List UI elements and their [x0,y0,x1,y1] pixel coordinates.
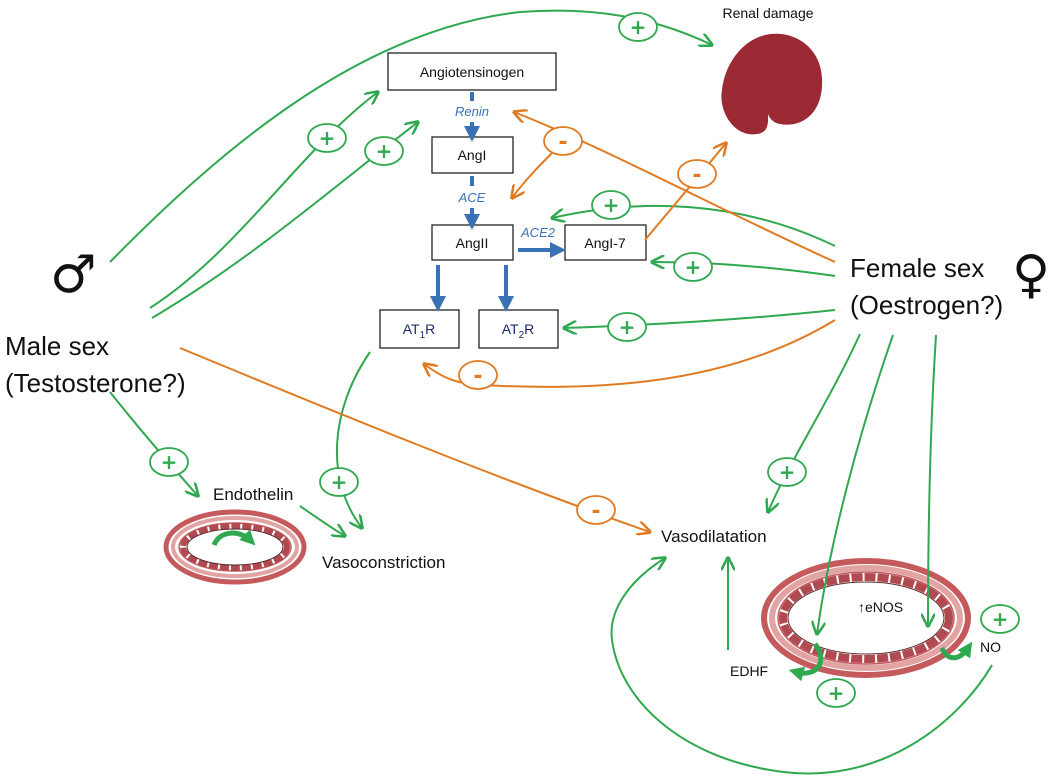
at2r-node: AT2R [478,309,559,349]
minus-badge-ang17-renal: - [677,159,717,189]
plus-badge-at1r-vasoconstriction: + [319,467,359,497]
plus-badge-female-at2r: + [607,312,647,342]
renal-damage-label: Renal damage [722,5,813,21]
svg-text:+: + [161,450,178,474]
plus-badge-male-renal: + [618,12,658,42]
plus-badge-edhf: + [816,678,856,708]
svg-text:+: + [685,255,702,279]
vasoconstriction-label: Vasoconstriction [322,553,445,572]
oestrogen-label: (Oestrogen?) [850,290,1003,320]
ace-label: ACE [458,190,486,205]
svg-text:-: - [558,130,567,155]
svg-text:+: + [376,139,393,163]
no-label: NO [980,639,1001,655]
no-curl-arrow [939,641,973,661]
female-sex-label: Female sex [850,253,984,283]
endothelin-vasoconstriction-arrow [299,505,345,536]
testosterone-label: (Testosterone?) [5,368,186,398]
female-vasodilatation-arrow [768,333,861,512]
female-renin-inhibit-arrow [514,112,836,263]
svg-text:-: - [591,499,600,524]
ang17-label: AngI-7 [584,235,625,251]
kidney-icon [721,33,823,135]
ace2-label: ACE2 [520,225,556,240]
female-vessel-arrow-1 [817,334,894,634]
male-renal-arrow [109,9,712,263]
left-vessel-curl-arrow [211,529,256,547]
plus-badge-male-angiotensinogen-1: + [307,123,347,153]
vessel-left-icon [163,509,307,585]
svg-text:-: - [692,163,701,188]
plus-badge-no: + [980,604,1020,634]
enos-label: ↑eNOS [858,599,903,615]
svg-text:+: + [779,460,796,484]
male-symbol-icon: ♂ [50,245,97,305]
angII-label: AngII [456,235,489,251]
edhf-curl-arrow [788,642,824,682]
svg-text:+: + [828,681,845,705]
at1r-vasoconstriction-arrow [335,351,371,528]
female-symbol-icon: ♀ [1012,245,1050,305]
angI-label: AngI [458,147,487,163]
ang17-node: AngI-7 [564,224,647,261]
male-endothelin-arrow [109,391,198,496]
svg-text:-: - [473,364,482,389]
endothelin-label: Endothelin [213,485,293,504]
vasodilatation-label: Vasodilatation [661,527,767,546]
svg-text:+: + [603,193,620,217]
plus-badge-female-ace2: + [591,190,631,220]
plus-badge-male-angiotensinogen-2: + [364,136,404,166]
plus-badge-female-ang17: + [673,252,713,282]
minus-badge-female-renin: - [543,126,583,156]
angI-node: AngI [431,136,514,174]
angiotensinogen-label: Angiotensinogen [420,64,524,80]
renin-label: Renin [455,104,489,119]
female-at2r-arrow [564,309,836,328]
minus-badge-male-vasodilatation: - [576,495,616,525]
svg-text:+: + [319,126,336,150]
male-angiotensinogen-arrow-1 [149,92,378,309]
plus-badge-female-vasodilatation: + [767,457,807,487]
ang17-renal-inhibit-arrow [644,143,726,241]
svg-text:+: + [331,470,348,494]
female-ace2-arrow [552,204,836,247]
angII-node: AngII [431,224,514,261]
svg-text:+: + [992,607,1009,631]
edhf-label: EDHF [730,663,768,679]
female-vessel-arrow-2 [928,334,937,626]
vessel-right-icon [761,558,971,678]
at2r-label: AT2R [502,321,535,341]
plus-badge-male-endothelin: + [149,447,189,477]
at1r-node: AT1R [379,309,460,349]
at1r-label: AT1R [403,321,436,341]
svg-text:+: + [619,315,636,339]
no-vasodilatation-loop-arrow [610,558,993,775]
female-at1r-inhibit-arrow [424,319,836,388]
minus-badge-female-at1r: - [458,360,498,390]
male-sex-label: Male sex [5,331,109,361]
angiotensinogen-node: Angiotensinogen [387,52,557,91]
svg-text:+: + [630,15,647,39]
